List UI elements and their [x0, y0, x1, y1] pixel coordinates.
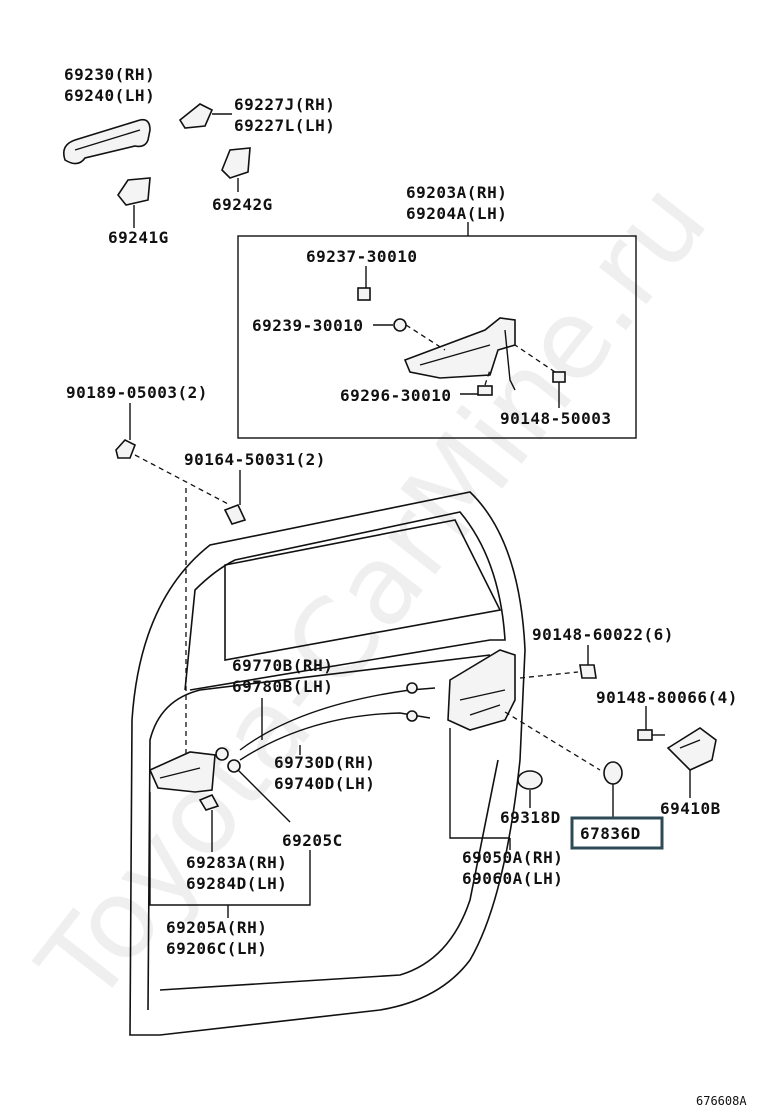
label-69241g: 69241G — [108, 228, 169, 247]
outside-handle-69230 — [62, 118, 151, 165]
frame-assembly-box — [237, 235, 637, 439]
frame-69203a — [403, 317, 516, 391]
label-69283a: 69283A(RH) — [186, 853, 287, 872]
screw-90148-50003 — [514, 344, 566, 408]
label-90148-80066: 90148-80066(4) — [596, 688, 738, 707]
screw-90148-60022 — [579, 645, 597, 679]
label-69770b: 69770B(RH) — [232, 656, 333, 675]
label-69284d: 69284D(LH) — [186, 874, 287, 893]
highlight-box — [570, 816, 664, 850]
label-69240: 69240(LH) — [64, 86, 155, 105]
bracket-69050a — [449, 728, 510, 839]
label-90164: 90164-50031(2) — [184, 450, 326, 469]
pad-69242g — [221, 147, 251, 192]
label-69203a: 69203A(RH) — [406, 183, 507, 202]
nut-69239 — [393, 318, 407, 332]
inside-handle-69205a — [148, 751, 216, 793]
plug-67836d — [603, 761, 623, 818]
screw-90148-80066 — [637, 706, 665, 741]
clip-69237 — [357, 287, 371, 301]
label-67836d: 67836D — [580, 824, 641, 843]
label-69230: 69230(RH) — [64, 65, 155, 84]
screw-69296 — [460, 369, 493, 396]
label-90148-60022: 90148-60022(6) — [532, 625, 674, 644]
label-69227l: 69227L(LH) — [234, 116, 335, 135]
bracket-69205a — [149, 792, 311, 906]
clip-69283a — [198, 793, 220, 811]
bolt-90164-50031 — [223, 470, 247, 525]
label-69318d: 69318D — [500, 808, 561, 827]
label-69730d: 69730D(RH) — [274, 753, 375, 772]
label-69239: 69239-30010 — [252, 316, 363, 335]
cables-69770b — [239, 682, 436, 761]
label-69237: 69237-30010 — [306, 247, 417, 266]
label-69206c: 69206C(LH) — [166, 939, 267, 958]
clip-b — [227, 759, 241, 773]
door-lock-69050a — [447, 649, 516, 731]
label-69296: 69296-30010 — [340, 386, 451, 405]
label-69060a: 69060A(LH) — [462, 869, 563, 888]
clip-90189-05003 — [115, 403, 231, 506]
label-90148-50003: 90148-50003 — [500, 409, 611, 428]
label-69410b: 69410B — [660, 799, 721, 818]
label-69740d: 69740D(LH) — [274, 774, 375, 793]
label-69205c: 69205C — [282, 831, 343, 850]
handle-pad-69227j — [178, 103, 232, 129]
pad-69241g — [117, 177, 151, 228]
label-69204a: 69204A(LH) — [406, 204, 507, 223]
striker-69410b — [666, 727, 717, 798]
label-69227j: 69227J(RH) — [234, 95, 335, 114]
clip-a — [215, 747, 229, 761]
label-69780b: 69780B(LH) — [232, 677, 333, 696]
rear-door-outline — [129, 491, 526, 1036]
plug-69318d — [517, 770, 543, 808]
watermark: Toyota-CarMine.ru — [14, 159, 732, 1027]
label-90189: 90189-05003(2) — [66, 383, 208, 402]
label-69205a: 69205A(RH) — [166, 918, 267, 937]
figure-code: 676608A — [696, 1094, 747, 1108]
label-69050a: 69050A(RH) — [462, 848, 563, 867]
label-69242g: 69242G — [212, 195, 273, 214]
